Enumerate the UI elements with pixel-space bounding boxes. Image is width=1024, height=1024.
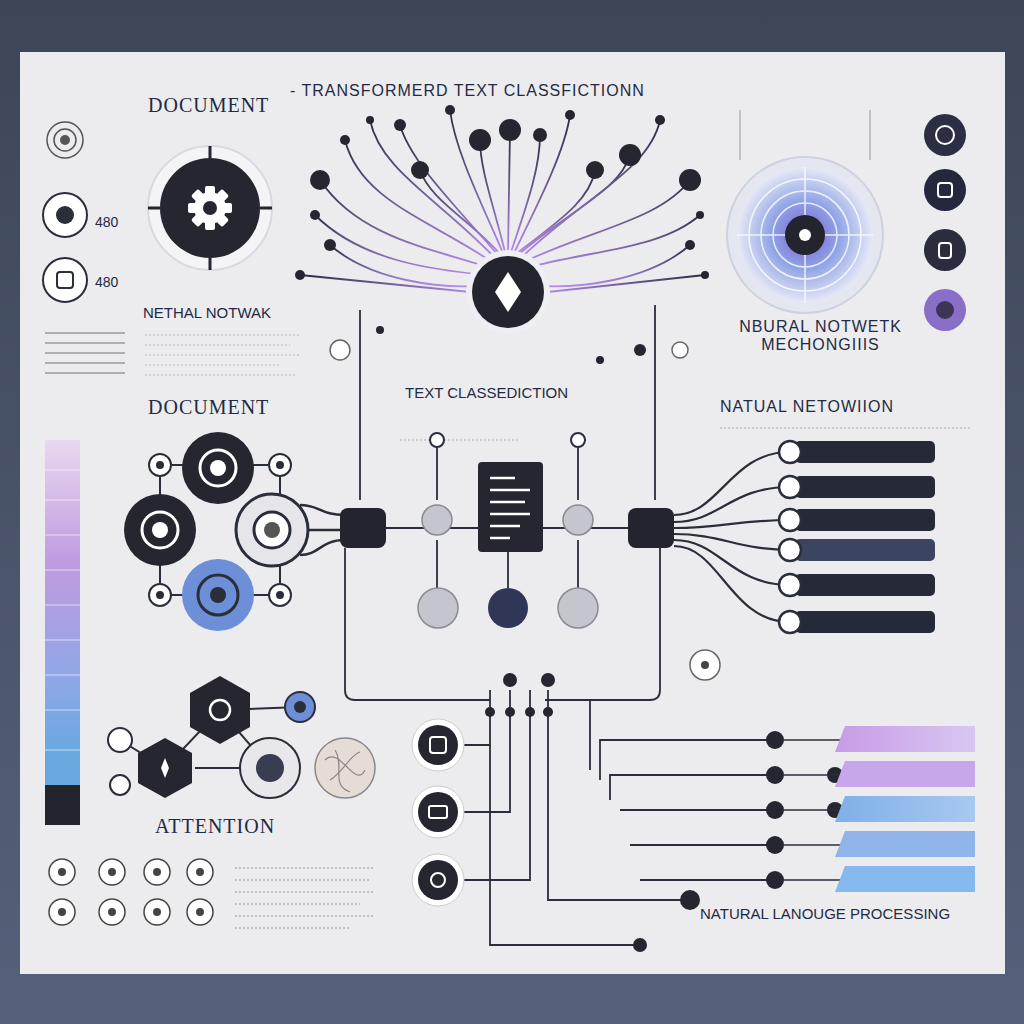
- value-label: 480: [95, 214, 118, 230]
- section-heading: NATURAL LANOUGE PROCESSING: [700, 905, 950, 922]
- section-heading: NBURAL NOTWETK MECHONGIIIS: [718, 318, 923, 355]
- value-label: 480: [95, 274, 118, 290]
- section-heading: ATTENTION: [155, 815, 275, 838]
- section-heading: NATUAL NETOWIION: [720, 398, 894, 416]
- section-heading: DOCUMENT: [148, 396, 269, 419]
- section-heading: NETHAL NOTWAK: [143, 304, 271, 321]
- section-heading: TEXT CLASSEDICTION: [405, 384, 568, 401]
- diagram-title: - TRANSFORMERD TEXT CLASSFICTIONN: [290, 82, 645, 100]
- section-heading: DOCUMENT: [148, 94, 269, 117]
